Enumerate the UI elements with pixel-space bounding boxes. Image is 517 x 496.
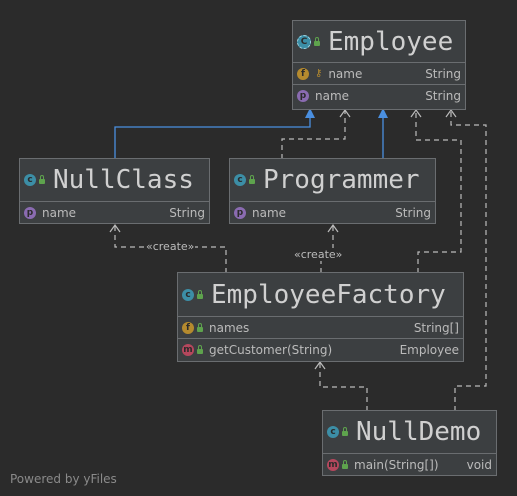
node-employee-header: C Employee — [293, 21, 465, 63]
node-nulldemo-method-row: m main(String[]) void — [323, 454, 496, 476]
powered-by-footer: Powered by yFiles — [10, 472, 117, 486]
node-nullclass-title: NullClass — [53, 165, 194, 195]
edge-dep-factory-employee — [410, 108, 462, 273]
field-icon: f — [182, 321, 194, 334]
node-employee-title: Employee — [328, 26, 454, 57]
property-icon: p — [234, 207, 246, 219]
public-lock-icon — [197, 289, 203, 299]
public-lock-icon — [249, 175, 255, 184]
node-employee-field-row: f ⚷ name String — [293, 63, 465, 85]
node-programmer[interactable]: c Programmer p name String — [229, 158, 436, 224]
node-nullclass-property-row: p name String — [20, 202, 209, 224]
property-name: name — [42, 206, 77, 220]
class-icon: c — [234, 174, 246, 186]
method-icon: m — [182, 344, 194, 356]
public-lock-icon — [342, 460, 348, 469]
public-lock-icon — [197, 322, 203, 332]
edge-dep-nulldemo-factory — [314, 360, 368, 411]
property-name: name — [252, 206, 287, 220]
method-return-type: void — [466, 458, 492, 472]
key-icon: ⚷ — [315, 68, 323, 79]
edge-inherit-nullclass-employee — [114, 108, 315, 159]
abstract-class-icon: C — [297, 34, 311, 49]
public-lock-icon — [342, 427, 348, 436]
class-icon: c — [24, 174, 36, 186]
property-type: String — [169, 206, 205, 220]
method-return-type: Employee — [399, 343, 459, 357]
node-programmer-header: c Programmer — [230, 159, 435, 202]
field-name: names — [209, 320, 250, 335]
node-nulldemo-title: NullDemo — [356, 417, 482, 447]
node-nullclass-header: c NullClass — [20, 159, 209, 202]
edge-dep-programmer-employee — [281, 108, 351, 159]
node-employee-property-row: p name String — [293, 85, 465, 107]
property-name: name — [315, 89, 350, 103]
edge-label-create-programmer: «create» — [293, 248, 344, 261]
edge-label-create-nullclass: «create» — [145, 240, 196, 253]
node-employeefactory-field-row: f names String[] — [178, 317, 463, 339]
node-employeefactory-header: c EmployeeFactory — [178, 273, 463, 317]
node-employeefactory-method-row: m getCustomer(String) Employee — [178, 339, 463, 361]
property-icon: p — [297, 90, 309, 102]
property-icon: p — [24, 207, 36, 219]
node-programmer-title: Programmer — [263, 165, 420, 195]
class-icon: c — [327, 426, 339, 438]
edge-dep-nulldemo-employee — [445, 108, 487, 411]
node-nullclass[interactable]: c NullClass p name String — [19, 158, 210, 224]
node-employeefactory-title: EmployeeFactory — [211, 279, 446, 310]
method-name: getCustomer(String) — [209, 343, 333, 357]
public-lock-icon — [39, 175, 45, 184]
public-lock-icon — [197, 345, 203, 354]
property-type: String — [395, 206, 431, 220]
node-nulldemo[interactable]: c NullDemo m main(String[]) void — [322, 410, 497, 476]
method-icon: m — [327, 459, 339, 471]
node-nulldemo-header: c NullDemo — [323, 411, 496, 454]
node-employeefactory[interactable]: c EmployeeFactory f names String[] m get… — [177, 272, 464, 362]
method-name: main(String[]) — [354, 458, 439, 472]
field-type: String[] — [413, 320, 459, 335]
field-name: name — [328, 66, 363, 81]
class-icon: c — [182, 288, 194, 301]
edge-inherit-programmer-employee — [378, 108, 388, 159]
node-employee[interactable]: C Employee f ⚷ name String p name String — [292, 20, 466, 110]
property-type: String — [425, 89, 461, 103]
field-type: String — [425, 66, 461, 81]
public-lock-icon — [314, 36, 320, 46]
node-programmer-property-row: p name String — [230, 202, 435, 224]
edge-create-factory-programmer — [320, 223, 339, 273]
field-icon: f — [297, 67, 309, 80]
